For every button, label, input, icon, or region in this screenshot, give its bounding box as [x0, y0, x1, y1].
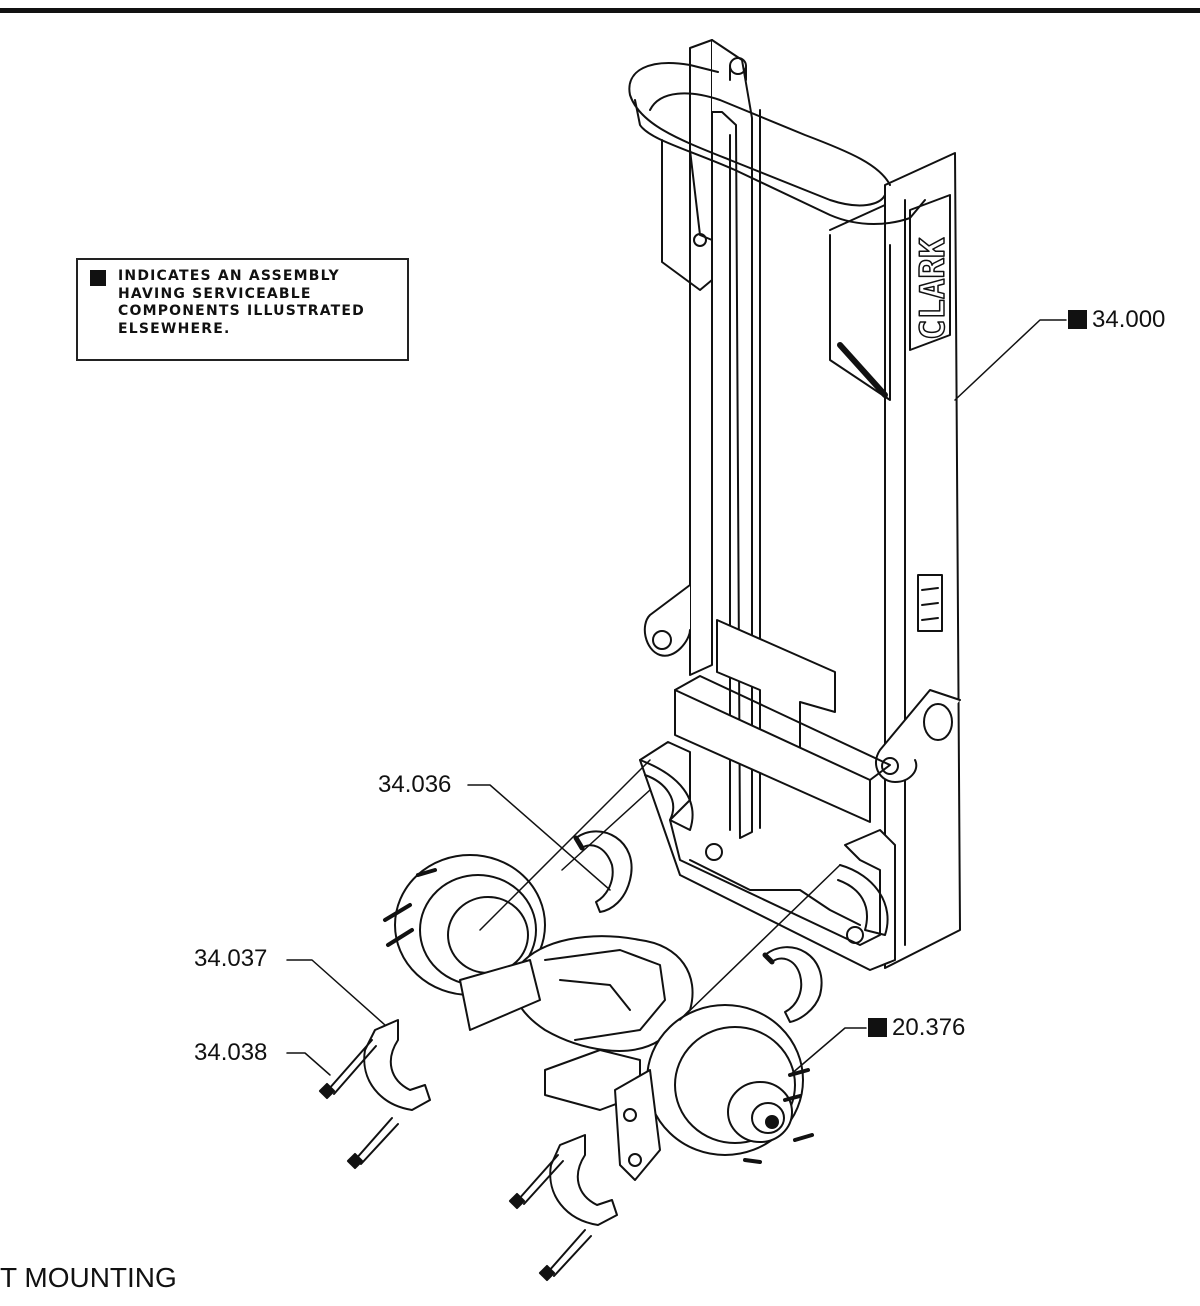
legend-line: COMPONENTS ILLUSTRATED [118, 303, 365, 319]
mounting-cap-lower-right [550, 1135, 617, 1225]
base-hole-right [847, 927, 863, 943]
bolt-1 [328, 1040, 376, 1094]
bolt-3 [518, 1155, 563, 1204]
clark-logo-lettering: CLARK [913, 237, 953, 340]
mounting-saddle-left [640, 760, 693, 830]
mounting-cap-upper-left-edge [576, 838, 582, 848]
mast-left-rail [690, 40, 712, 675]
legend-line: HAVING SERVICEABLE [118, 285, 312, 302]
callout-axle-assembly: 20.376 [868, 1014, 965, 1042]
leader-mast-to-axle [480, 760, 840, 1020]
cap-bolts [320, 1040, 591, 1280]
figure-caption: T MOUNTING [0, 1262, 177, 1293]
callout-mounting-cap-upper: 34.036 [378, 771, 451, 799]
assembly-marker-icon [1068, 310, 1087, 329]
leader-34000 [955, 320, 1066, 400]
mounting-cap-upper-right [765, 947, 822, 1022]
mounting-saddle-right [838, 865, 888, 935]
legend-box: INDICATES AN ASSEMBLY HAVING SERVICEABLE… [76, 258, 409, 361]
leader-34037 [287, 960, 385, 1025]
assembly-marker-icon [868, 1018, 887, 1037]
top-border-rule [0, 8, 1200, 13]
mast-base-cutout [690, 860, 860, 925]
legend-line: INDICATES AN ASSEMBLY [118, 268, 340, 284]
lower-crossmember-top [675, 676, 890, 780]
bolt-2 [355, 1118, 398, 1164]
callout-number: 34.038 [194, 1039, 268, 1066]
leader-lines [287, 320, 1066, 1075]
leader-34036 [468, 785, 610, 890]
rating-label [918, 575, 942, 631]
bolt-3-head [510, 1194, 524, 1208]
plate-hole-1 [624, 1109, 636, 1121]
drive-axle-assembly [385, 855, 812, 1180]
axle-tube-left [460, 960, 540, 1030]
legend-line: ELSEWHERE. [118, 320, 231, 337]
carriage-plate [830, 235, 890, 400]
right-hub-cap [766, 1116, 778, 1128]
axle-mounting-plate [615, 1070, 660, 1180]
mounting-cap-upper-left [576, 831, 632, 912]
top-pin-shaft [730, 66, 746, 80]
callout-number: 34.000 [1092, 306, 1166, 333]
bolt-4 [548, 1230, 591, 1276]
callout-number: 34.037 [194, 945, 268, 972]
mounting-cap-upper-right-edge [765, 955, 772, 962]
mast-base-frame [640, 742, 895, 970]
plate-hole-2 [629, 1154, 641, 1166]
tilt-ear-left-hole [653, 631, 671, 649]
legend-square-marker [90, 270, 106, 286]
leader-20376 [790, 1028, 866, 1075]
mounting-cap-lower-left [364, 1020, 430, 1110]
callout-mast-assembly: 34.000 [1068, 306, 1165, 334]
legend-text: INDICATES AN ASSEMBLY HAVING SERVICEABLE… [118, 268, 365, 338]
tilt-ear-left [645, 585, 690, 656]
carriage-plate-shadow [840, 345, 885, 395]
mounting-caps [364, 831, 821, 1225]
clark-logo-panel [910, 195, 950, 350]
tilt-ear-right-hole [924, 704, 952, 740]
lower-crossmember [675, 690, 870, 822]
callout-mounting-cap-lower: 34.037 [194, 945, 267, 973]
bracket-pin [694, 234, 706, 246]
rating-label-lines [922, 588, 938, 620]
mast-top-hoop [629, 63, 925, 224]
bolt-2-head [348, 1154, 362, 1168]
callout-number: 20.376 [892, 1014, 966, 1041]
leader-34038 [287, 1053, 330, 1075]
mast-assembly: CLARK [629, 40, 960, 970]
leader-34036b [562, 790, 650, 870]
right-hub-ring [675, 1027, 795, 1143]
base-hole-left [706, 844, 722, 860]
callout-cap-bolt: 34.038 [194, 1039, 267, 1067]
callout-number: 34.036 [378, 771, 452, 798]
tilt-ear-right [876, 690, 960, 782]
tilt-ear-right-pin [882, 758, 898, 774]
differential-housing-detail [545, 950, 665, 1040]
bolt-4-head [540, 1266, 554, 1280]
right-hub-studs [745, 1070, 812, 1162]
bolt-1-head [320, 1084, 334, 1098]
left-hub-studs [385, 870, 435, 945]
